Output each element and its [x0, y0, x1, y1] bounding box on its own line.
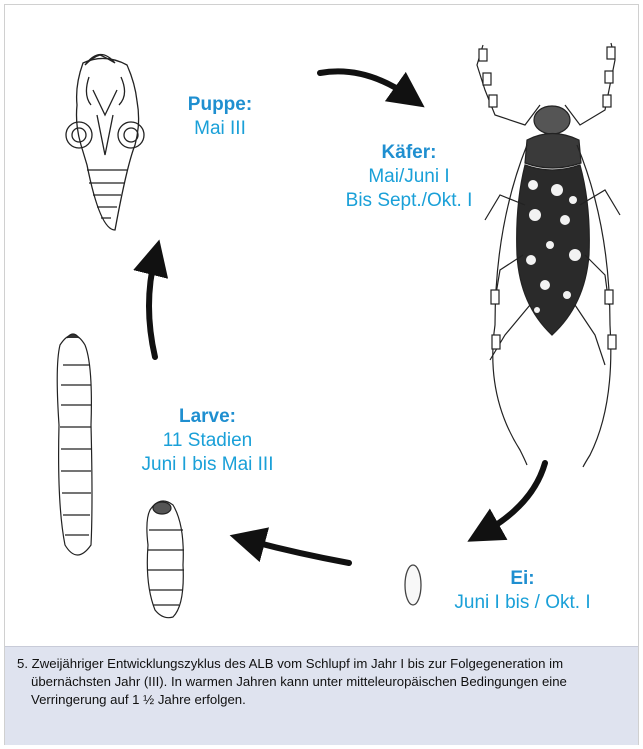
stage-detail-larva-2: Juni I bis Mai III — [115, 453, 300, 477]
figure-frame: Puppe: Mai III Käfer: Mai/Juni I Bis Sep… — [4, 4, 639, 745]
arrow-beetle-to-egg — [483, 463, 545, 533]
stage-detail-beetle-2: Bis Sept./Okt. I — [325, 189, 493, 213]
stage-detail-beetle-1: Mai/Juni I — [325, 165, 493, 189]
stage-title-beetle: Käfer: — [325, 141, 493, 165]
stage-label-beetle: Käfer: Mai/Juni I Bis Sept./Okt. I — [325, 141, 493, 213]
pupa-illustration — [66, 54, 144, 230]
arrow-pupa-to-beetle — [320, 71, 410, 97]
life-cycle-diagram: Puppe: Mai III Käfer: Mai/Juni I Bis Sep… — [5, 5, 638, 645]
stage-title-pupa: Puppe: — [165, 93, 275, 117]
figure-caption: 5. Zweijähriger Entwicklungszyklus des A… — [5, 646, 638, 745]
stage-title-larva: Larve: — [115, 405, 300, 429]
stage-title-egg: Ei: — [435, 567, 610, 591]
egg-illustration — [405, 565, 421, 605]
stage-label-larva: Larve: 11 Stadien Juni I bis Mai III — [115, 405, 300, 477]
stage-label-pupa: Puppe: Mai III — [165, 93, 275, 141]
larva-small-illustration — [147, 501, 184, 618]
larva-large-illustration — [57, 334, 92, 555]
arrow-larva-to-pupa — [149, 257, 155, 357]
caption-text: 5. Zweijähriger Entwicklungszyklus des A… — [17, 655, 641, 709]
stage-detail-larva-1: 11 Stadien — [115, 429, 300, 453]
arrow-egg-to-larva — [247, 540, 349, 563]
stage-label-egg: Ei: Juni I bis / Okt. I — [435, 567, 610, 615]
beetle-illustration — [477, 43, 620, 467]
life-cycle-illustration — [5, 5, 638, 645]
stage-detail-pupa-1: Mai III — [165, 117, 275, 141]
stage-detail-egg-1: Juni I bis / Okt. I — [435, 591, 610, 615]
